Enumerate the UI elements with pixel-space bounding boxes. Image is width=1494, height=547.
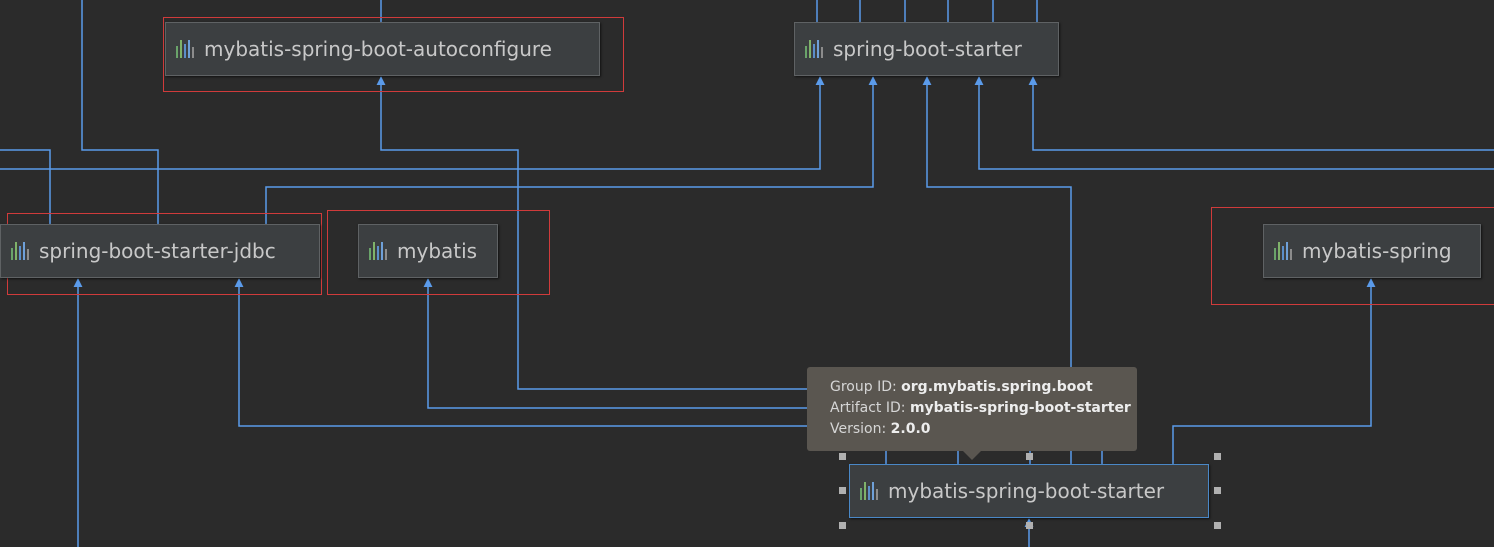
node-mybatis-spring-boot-autoconfigure[interactable]: mybatis-spring-boot-autoconfigure: [165, 22, 600, 76]
edge: [423, 278, 858, 409]
tooltip-version-label: Version:: [830, 421, 887, 437]
edge: [1028, 76, 1494, 151]
tooltip-version-value: 2.0.0: [890, 421, 931, 437]
resize-handle-middle-left[interactable]: [839, 487, 846, 494]
node-label: mybatis-spring-boot-starter: [888, 479, 1165, 503]
resize-handle-top-middle[interactable]: [1026, 453, 1033, 460]
node-label: spring-boot-starter-jdbc: [39, 239, 276, 263]
tooltip-group-row: Group ID: org.mybatis.spring.boot: [830, 377, 1137, 398]
resize-handle-bottom-right[interactable]: [1214, 522, 1221, 529]
node-label: mybatis-spring-boot-autoconfigure: [204, 37, 552, 61]
node-label: mybatis-spring: [1302, 239, 1452, 263]
edge: [0, 76, 825, 170]
tooltip-artifact-value: mybatis-spring-boot-starter: [909, 400, 1131, 416]
edge: [922, 76, 1072, 465]
conflict-outline-mybatis-spring: [1211, 207, 1494, 305]
edge: [376, 76, 858, 390]
conflict-outline-mybatis: [327, 210, 550, 295]
node-label: mybatis: [397, 239, 478, 263]
maven-artifact-icon: [11, 242, 31, 260]
tooltip-artifact-row: Artifact ID: mybatis-spring-boot-starter: [830, 398, 1137, 419]
edge: [974, 76, 1494, 170]
artifact-tooltip: Group ID: org.mybatis.spring.boot Artifa…: [807, 367, 1137, 460]
tooltip-pointer: [963, 451, 981, 460]
resize-handle-top-left[interactable]: [839, 453, 846, 460]
edge: [1172, 278, 1376, 465]
conflict-outline-autoconfigure: [163, 17, 624, 92]
resize-handle-bottom-left[interactable]: [839, 522, 846, 529]
tooltip-group-label: Group ID:: [830, 379, 897, 395]
tooltip-version-row: Version: 2.0.0: [830, 419, 1137, 440]
resize-handle-middle-right[interactable]: [1214, 487, 1221, 494]
edge: [265, 76, 878, 224]
edge: [81, 0, 159, 224]
node-label: spring-boot-starter: [833, 37, 1022, 61]
resize-handle-top-right[interactable]: [1214, 453, 1221, 460]
node-spring-boot-starter-jdbc[interactable]: spring-boot-starter-jdbc: [0, 224, 320, 278]
maven-artifact-icon: [805, 40, 825, 58]
edge: [234, 278, 858, 427]
node-mybatis-spring[interactable]: mybatis-spring: [1263, 224, 1481, 278]
tooltip-artifact-label: Artifact ID:: [830, 400, 906, 416]
maven-artifact-icon: [176, 40, 196, 58]
tooltip-group-value: org.mybatis.spring.boot: [901, 379, 1093, 395]
resize-handle-bottom-middle[interactable]: [1026, 522, 1033, 529]
maven-artifact-icon: [369, 242, 389, 260]
node-mybatis-spring-boot-starter[interactable]: mybatis-spring-boot-starter: [849, 464, 1209, 518]
node-spring-boot-starter[interactable]: spring-boot-starter: [794, 22, 1059, 76]
edge: [0, 149, 51, 224]
maven-artifact-icon: [1274, 242, 1294, 260]
node-mybatis[interactable]: mybatis: [358, 224, 498, 278]
maven-artifact-icon: [860, 482, 880, 500]
